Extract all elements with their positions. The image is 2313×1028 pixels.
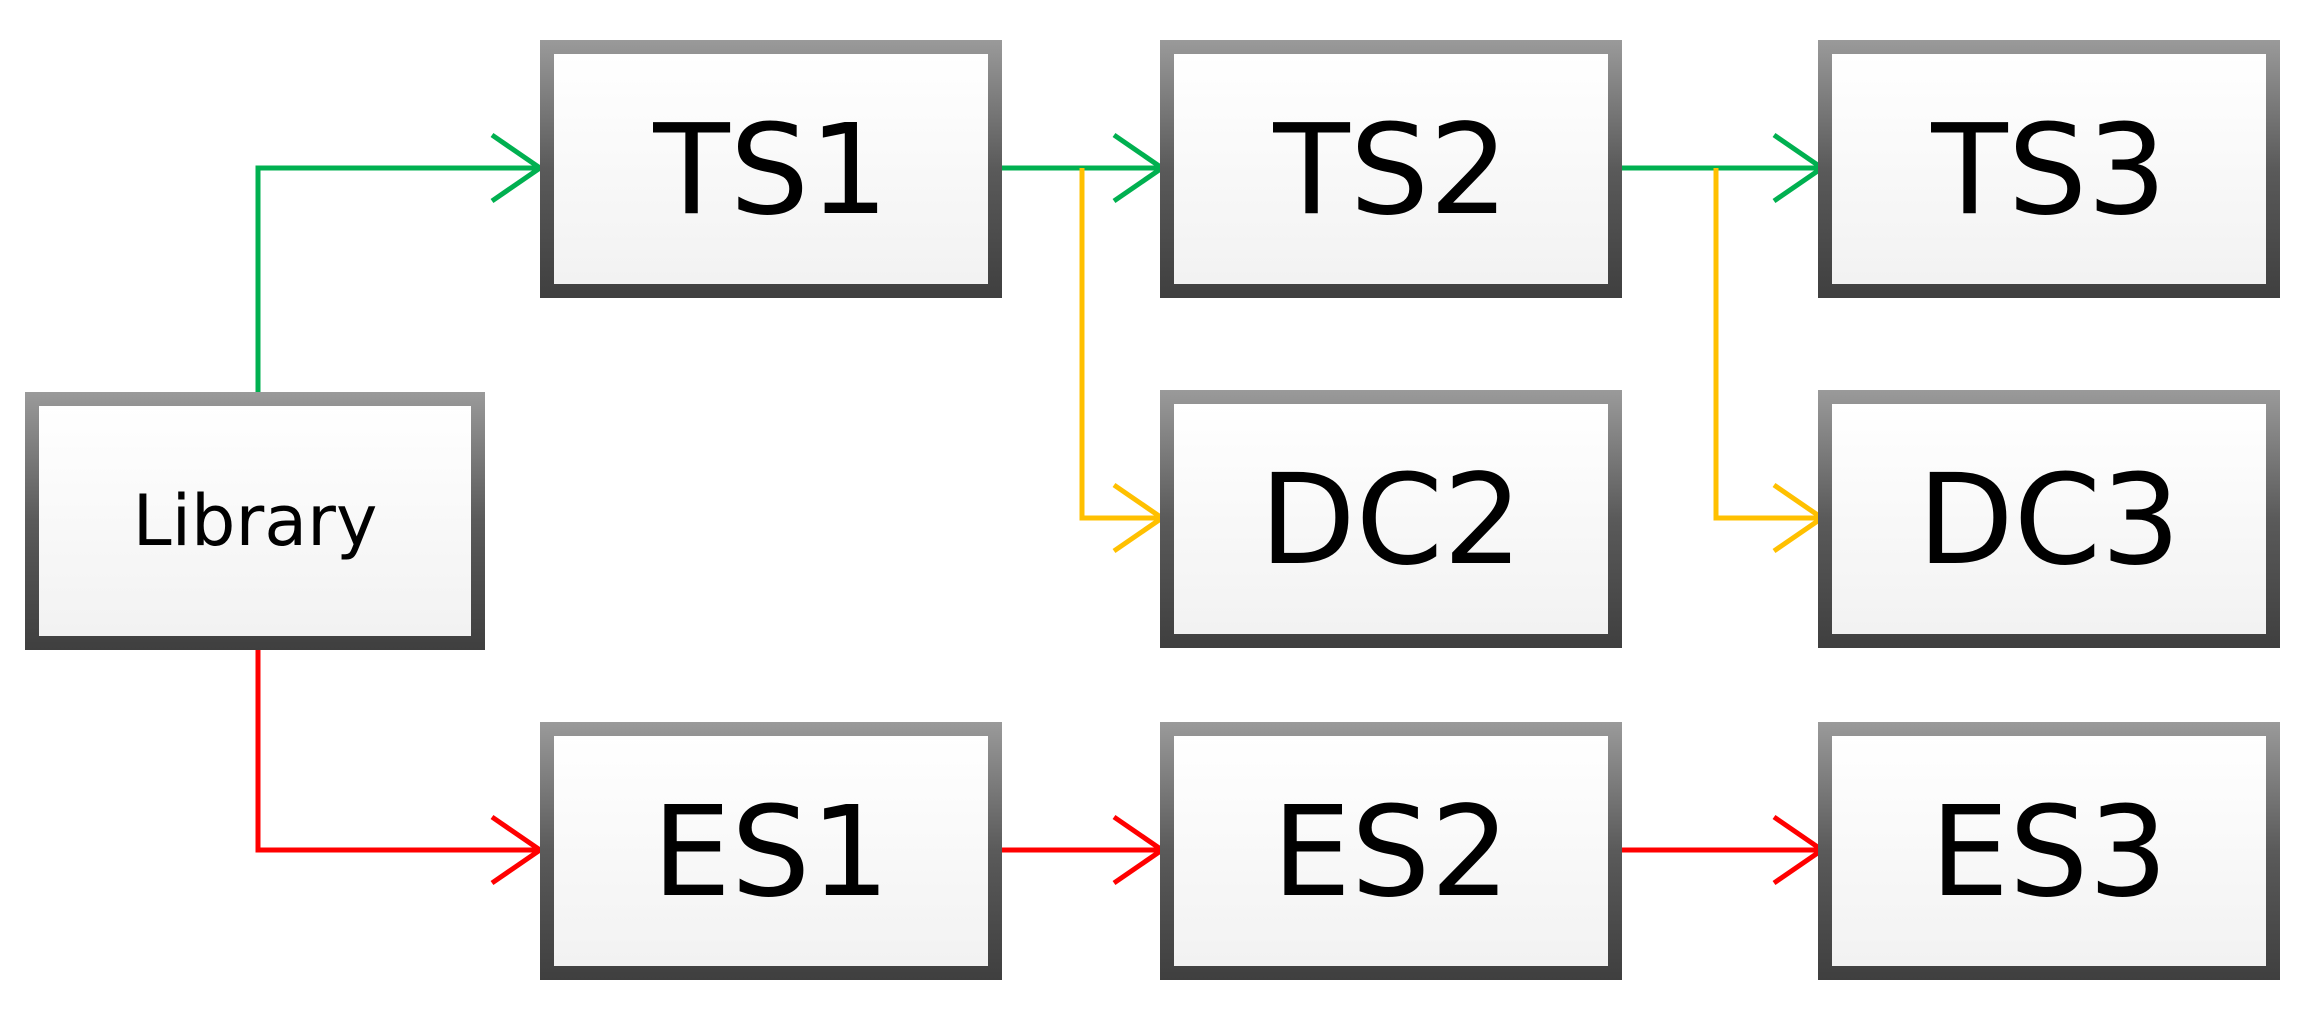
node-es1: ES1 <box>540 722 1002 980</box>
node-library-label: Library <box>133 480 378 562</box>
node-es2-label: ES2 <box>1272 780 1510 925</box>
node-ts1-label: TS1 <box>652 98 888 243</box>
arrow-library-to-ts1 <box>255 165 540 395</box>
node-es2: ES2 <box>1160 722 1622 980</box>
node-es1-label: ES1 <box>652 780 890 925</box>
node-ts3-label: TS3 <box>1930 98 2166 243</box>
arrow-ts1-to-dc2 <box>1079 168 1162 521</box>
node-es3-label: ES3 <box>1930 780 2168 925</box>
dc-path-connectors <box>1079 168 1827 554</box>
node-ts3: TS3 <box>1818 40 2280 298</box>
node-ts2: TS2 <box>1160 40 1622 298</box>
node-ts1: TS1 <box>540 40 1002 298</box>
arrow-ts2-to-dc3 <box>1713 168 1822 521</box>
node-dc3: DC3 <box>1818 390 2280 648</box>
node-library: Library <box>25 392 485 650</box>
arrow-library-to-es1 <box>255 642 540 853</box>
node-es3: ES3 <box>1818 722 2280 980</box>
node-dc2: DC2 <box>1160 390 1622 648</box>
node-dc3-label: DC3 <box>1917 448 2180 593</box>
node-ts2-label: TS2 <box>1272 98 1508 243</box>
node-dc2-label: DC2 <box>1259 448 1522 593</box>
